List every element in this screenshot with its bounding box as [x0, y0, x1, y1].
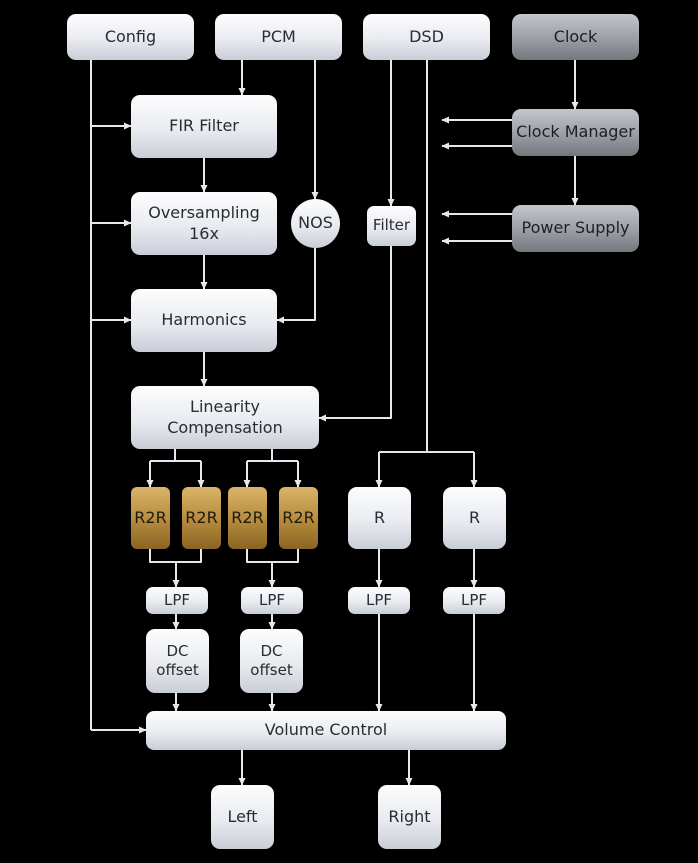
clock-manager-block: Clock Manager — [512, 109, 639, 156]
volume-control-block: Volume Control — [146, 711, 506, 750]
r2r-block: R2R — [182, 487, 221, 549]
r-block: R — [348, 487, 411, 549]
oversampling-block: Oversampling 16x — [131, 192, 277, 255]
linearity-compensation-block: Linearity Compensation — [131, 386, 319, 449]
config-block: Config — [67, 14, 194, 60]
power-supply-block: Power Supply — [512, 205, 639, 252]
dc-offset-block: DC offset — [146, 629, 209, 693]
dsd-filter-block: Filter — [367, 206, 416, 246]
r2r-block: R2R — [228, 487, 267, 549]
clock-block: Clock — [512, 14, 639, 60]
lpf-block: LPF — [146, 587, 208, 614]
left-output-block: Left — [211, 785, 274, 849]
lpf-block: LPF — [443, 587, 505, 614]
r-block: R — [443, 487, 506, 549]
lpf-block: LPF — [348, 587, 410, 614]
dsd-input-block: DSD — [363, 14, 490, 60]
nos-block: NOS — [291, 199, 340, 248]
pcm-input-block: PCM — [215, 14, 342, 60]
r2r-block: R2R — [279, 487, 318, 549]
right-output-block: Right — [378, 785, 441, 849]
r2r-block: R2R — [131, 487, 170, 549]
harmonics-block: Harmonics — [131, 289, 277, 352]
lpf-block: LPF — [241, 587, 303, 614]
fir-filter-block: FIR Filter — [131, 95, 277, 158]
dc-offset-block: DC offset — [240, 629, 303, 693]
